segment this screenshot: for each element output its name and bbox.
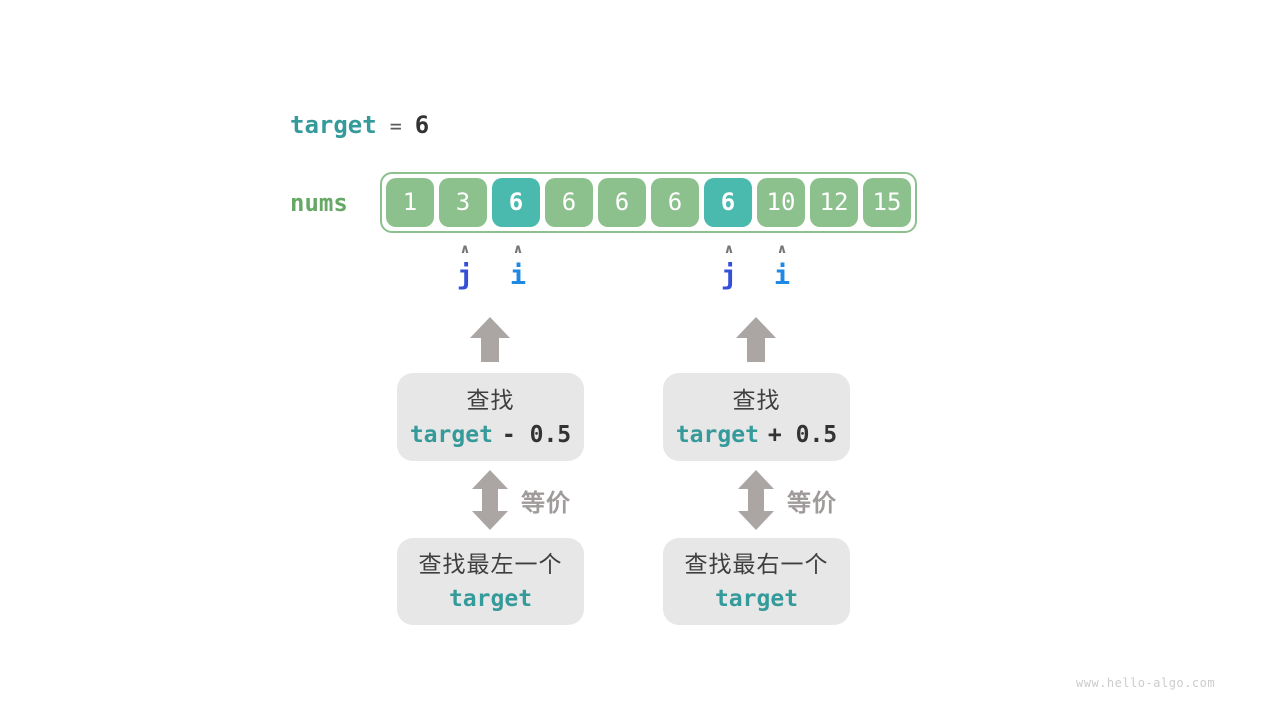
flow-right: 查找 target + 0.5 等价 查找最右一个 target	[663, 315, 850, 627]
pointer-label-i: i	[773, 260, 791, 291]
array-cell: 6	[651, 178, 699, 227]
pointer-i-left: ∧ i	[498, 242, 538, 291]
caret-up-icon: ∧	[512, 242, 524, 257]
equivalence-label: 等价	[787, 489, 837, 517]
array-cell: 12	[810, 178, 858, 227]
target-expression: target = 6	[290, 111, 429, 140]
array-cell: 10	[757, 178, 805, 227]
result-box-left: 查找最左一个 target	[397, 538, 584, 625]
caret-up-icon: ∧	[723, 242, 735, 257]
equivalence-arrow-icon	[472, 470, 508, 530]
target-token: target	[448, 586, 533, 612]
watermark: www.hello-algo.com	[1076, 676, 1216, 690]
target-token: target	[409, 421, 493, 448]
pointer-i-right: ∧ i	[762, 242, 802, 291]
nums-array: 1 3 6 6 6 6 6 10 12 15	[380, 172, 917, 233]
offset-token: + 0.5	[767, 421, 838, 448]
result-label: 查找最右一个	[684, 552, 829, 578]
array-cell: 1	[386, 178, 434, 227]
caret-up-icon: ∧	[459, 242, 471, 257]
equals-sign: =	[389, 114, 402, 138]
array-cell: 6	[704, 178, 752, 227]
up-arrow-icon	[736, 317, 776, 362]
search-box-left: 查找 target - 0.5	[397, 373, 584, 461]
pointer-label-j: j	[456, 260, 474, 291]
result-expression: target	[449, 585, 532, 613]
search-label: 查找	[732, 387, 781, 414]
pointer-label-j: j	[720, 260, 738, 291]
array-cell: 6	[545, 178, 593, 227]
up-arrow-icon	[470, 317, 510, 362]
target-token: target	[714, 586, 799, 612]
equivalence-arrow-icon	[738, 470, 774, 530]
array-cell: 6	[598, 178, 646, 227]
flow-left: 查找 target - 0.5 等价 查找最左一个 target	[397, 315, 584, 627]
search-expression: target + 0.5	[676, 421, 837, 449]
array-cell: 3	[439, 178, 487, 227]
equivalence-label: 等价	[521, 489, 571, 517]
offset-token: - 0.5	[501, 421, 572, 448]
pointer-j-right: ∧ j	[709, 242, 749, 291]
search-box-right: 查找 target + 0.5	[663, 373, 850, 461]
result-label: 查找最左一个	[418, 552, 563, 578]
pointer-j-left: ∧ j	[445, 242, 485, 291]
array-cell: 15	[863, 178, 911, 227]
search-expression: target - 0.5	[410, 421, 571, 449]
target-token: target	[675, 421, 759, 448]
target-value: 6	[414, 111, 430, 139]
caret-up-icon: ∧	[776, 242, 788, 257]
pointer-label-i: i	[509, 260, 527, 291]
target-keyword: target	[290, 111, 377, 139]
array-cell: 6	[492, 178, 540, 227]
result-box-right: 查找最右一个 target	[663, 538, 850, 625]
nums-label: nums	[290, 189, 348, 217]
result-expression: target	[715, 585, 798, 613]
search-label: 查找	[466, 387, 515, 414]
